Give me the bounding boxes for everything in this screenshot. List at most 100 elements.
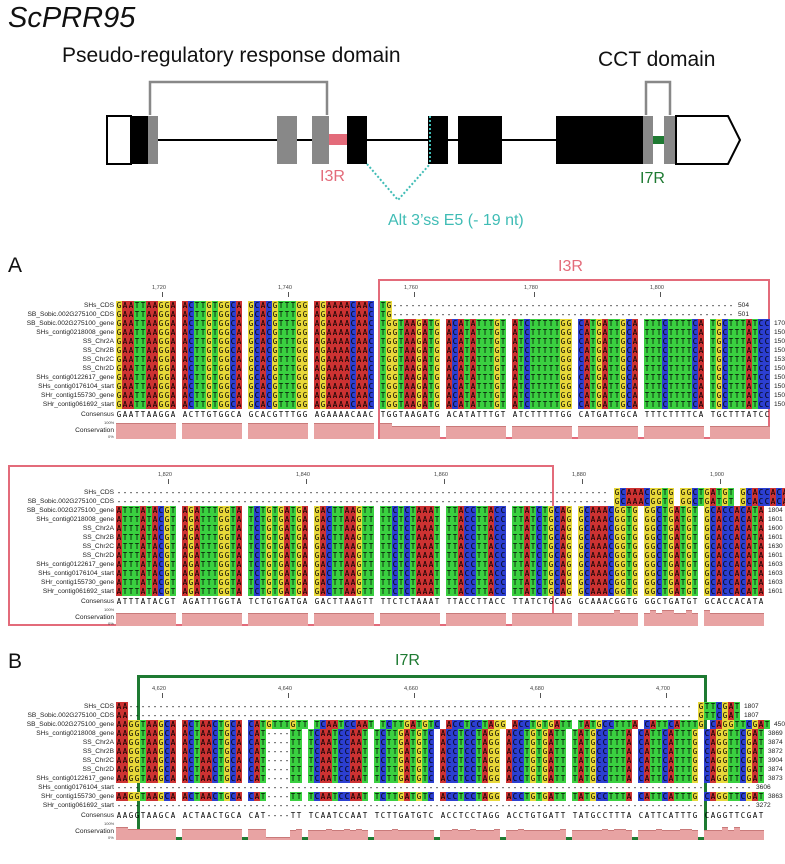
sequence-row: GAATTAAGGA ACTTGTGGCA GCACGTTTGG AGAAAAC… [116, 328, 770, 337]
sequence-row: ATTTATACGT AGATTTGGTA TCTGTGATGA GACTTAA… [116, 506, 764, 515]
sequence-row: GAATTAAGGA ACTTGTGGCA GCACGTTTGG AGAAAAC… [116, 391, 770, 400]
conservation-bar [758, 612, 764, 626]
conservation-bar [746, 425, 752, 439]
sequence-name: SS_Chr2D [82, 365, 114, 372]
conservation-bar [740, 830, 746, 840]
exon-1-domain [148, 116, 158, 164]
ruler-tick-label: 1,760 [404, 285, 418, 291]
conservation-bar [338, 830, 344, 840]
ruler-tick [540, 693, 541, 698]
conservation-bar [734, 826, 740, 840]
conservation-bar [746, 830, 752, 840]
sequence-row: GAATTAAGGA ACTTGTGGCA GCACGTTTGG AGAAAAC… [116, 310, 734, 319]
conservation-bar [680, 612, 686, 626]
conservation-bar [410, 425, 416, 439]
conservation-bar [392, 425, 398, 439]
sequence-row: AA--------------------------------------… [116, 702, 740, 711]
conservation-bar [656, 612, 662, 626]
conservation-bar [206, 423, 212, 439]
sequence-end-number: 3904 [768, 757, 783, 764]
sequence-row: ----------------------------------------… [116, 783, 752, 792]
conservation-bar [500, 612, 506, 626]
conservation-bar [116, 826, 122, 840]
conservation-bar [734, 425, 740, 439]
sequence-end-number: 3606 [756, 784, 771, 791]
conservation-bar [758, 425, 764, 439]
conservation-bar [530, 830, 536, 840]
conservation-bar [494, 612, 500, 626]
conservation-bar [230, 829, 236, 840]
conservation-bar [266, 423, 272, 439]
sequence-row: ATTTATACGT AGATTTGGTA TCTGTGATGA GACTTAA… [116, 569, 764, 578]
conservation-bar [578, 425, 584, 439]
conservation-bar [566, 612, 572, 626]
sequence-end-number: 1501 [774, 347, 785, 354]
conservation-bar [758, 830, 764, 840]
conservation-bar [626, 830, 632, 840]
conservation-bar [332, 612, 338, 626]
conservation-bar [734, 612, 740, 626]
conservation-bar [158, 612, 164, 626]
sequence-name: SHs_contig0176104_start [38, 784, 114, 791]
ruler-tick-label: 1,720 [152, 285, 166, 291]
sequence-row: AAGGTAAGCA ACTAACTGCA CAT----TT TCAATCCA… [116, 765, 764, 774]
conservation-bar [536, 612, 542, 626]
conservation-bar [554, 612, 560, 626]
sequence-name: SS_Chr2B [82, 347, 114, 354]
conservation-bar [518, 612, 524, 626]
conservation-bar [404, 425, 410, 439]
conservation-bar [170, 423, 176, 439]
conservation-bar [458, 612, 464, 626]
ruler-tick [414, 693, 415, 698]
conservation-bar [302, 423, 308, 439]
exon-5 [428, 116, 448, 164]
conservation-bar [386, 612, 392, 626]
conservation-bar [158, 829, 164, 840]
conservation-bar [392, 829, 398, 840]
sequence-end-number: 1503 [774, 383, 785, 390]
ruler-tick-label: 1,740 [278, 285, 292, 291]
conservation-bar [590, 830, 596, 840]
sequence-row: AAGGTAAGCA ACTAACTGCA CAT----TT TCAATCCA… [116, 756, 764, 765]
sequence-name: SHs_contig0218008_gene [36, 329, 114, 336]
conservation-bar [326, 829, 332, 840]
conservation-bar [740, 612, 746, 626]
conservation-bar [392, 612, 398, 626]
conservation-bar [362, 830, 368, 840]
conservation-bar [476, 425, 482, 439]
conservation-bar [644, 612, 650, 626]
conservation-bar [728, 612, 734, 626]
conservation-bar [248, 423, 254, 439]
conservation-bar [290, 612, 296, 626]
conservation-bar [554, 830, 560, 840]
conservation-bar [146, 612, 152, 626]
conservation-bar [740, 425, 746, 439]
conservation-bar [680, 425, 686, 439]
sequence-row: ATTTATACGT AGATTTGGTA TCTGTGATGA GACTTAA… [116, 578, 764, 587]
conservation-bar [326, 423, 332, 439]
conservation-bar [524, 425, 530, 439]
conservation-bar [302, 612, 308, 626]
conservation-bar [662, 425, 668, 439]
conservation-bar [644, 425, 650, 439]
conservation-bar [596, 425, 602, 439]
sequence-row: AAGGTAAGCA ACTAACTGCA CATGTTTGTT TCAATCC… [116, 720, 770, 729]
conservation-bar [602, 829, 608, 840]
conservation-bar [272, 837, 278, 840]
sequence-name: SS_Chr2D [82, 552, 114, 559]
conservation-bar [482, 425, 488, 439]
conservation-bar [458, 830, 464, 840]
alt-splice-label: Alt 3’ss E5 (- 19 nt) [388, 212, 524, 229]
conservation-bar [404, 830, 410, 840]
sequence-name: SS_Chr2B [82, 534, 114, 541]
conservation-bar [656, 829, 662, 840]
conservation-bar [290, 423, 296, 439]
conservation-bar [206, 829, 212, 840]
conservation-bar [602, 612, 608, 626]
consensus-sequence: ATTTATACGT AGATTTGGTA TCTGTGATGA GACTTAA… [116, 597, 764, 606]
sequence-end-number: 1804 [768, 507, 783, 514]
sequence-end-number: 1601 [768, 534, 783, 541]
sequence-name: SHs_contig0122617_gene [36, 561, 114, 568]
conservation-bar [476, 612, 482, 626]
conservation-bar [644, 830, 650, 840]
